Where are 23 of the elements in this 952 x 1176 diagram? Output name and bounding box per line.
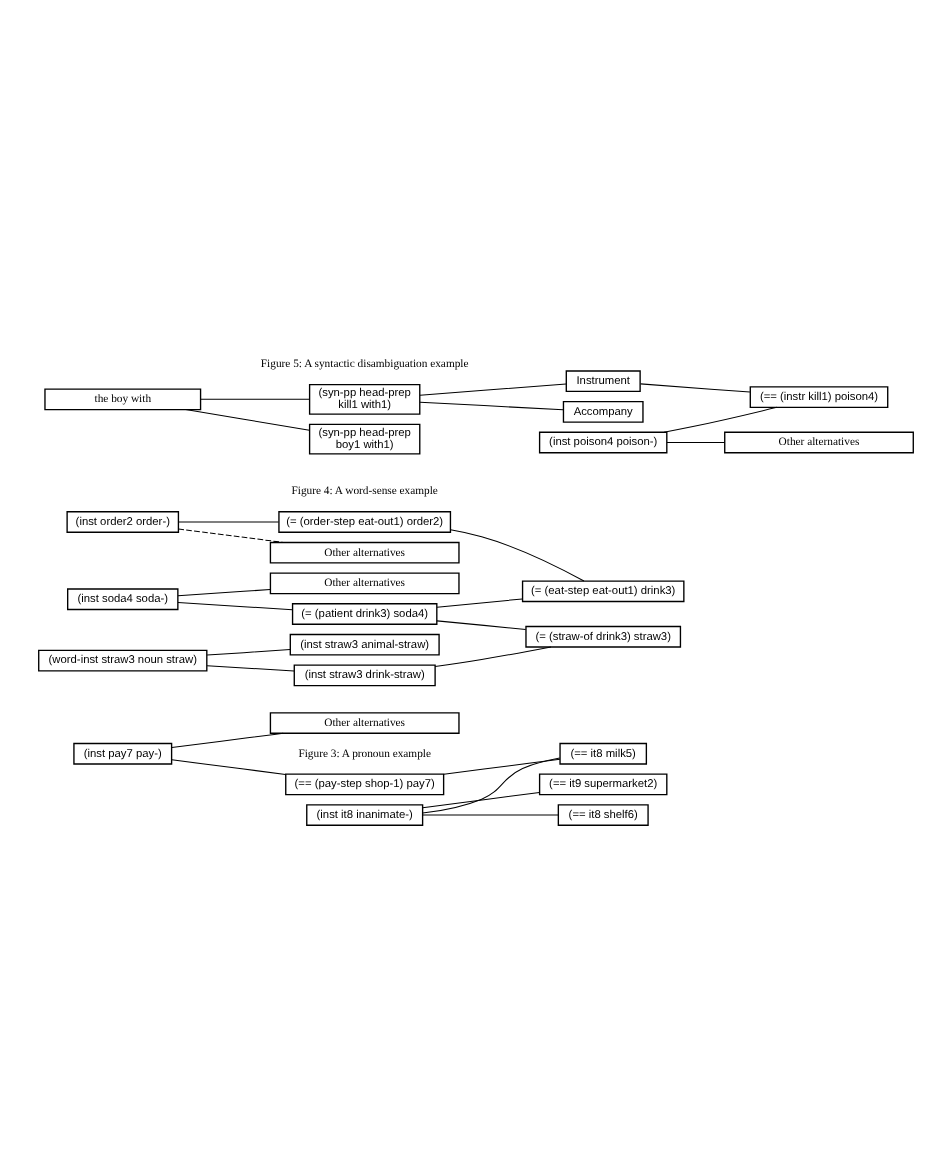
connector xyxy=(200,397,311,399)
connector xyxy=(185,408,310,430)
connector xyxy=(436,597,523,607)
connector xyxy=(206,648,291,655)
connector xyxy=(434,645,552,666)
connector xyxy=(177,588,271,596)
connector xyxy=(171,758,287,774)
connector xyxy=(663,405,778,432)
connector xyxy=(422,756,561,813)
connector xyxy=(436,619,527,629)
connector xyxy=(419,382,567,395)
connector xyxy=(178,520,280,522)
connector xyxy=(666,441,726,443)
connector xyxy=(422,791,540,808)
connector xyxy=(443,757,561,774)
connector xyxy=(640,382,751,392)
connector xyxy=(419,400,564,410)
connector xyxy=(178,527,285,542)
connector xyxy=(422,813,559,815)
connector xyxy=(206,664,295,671)
connector xyxy=(171,731,284,748)
connector xyxy=(450,528,585,581)
connector xyxy=(177,601,293,610)
